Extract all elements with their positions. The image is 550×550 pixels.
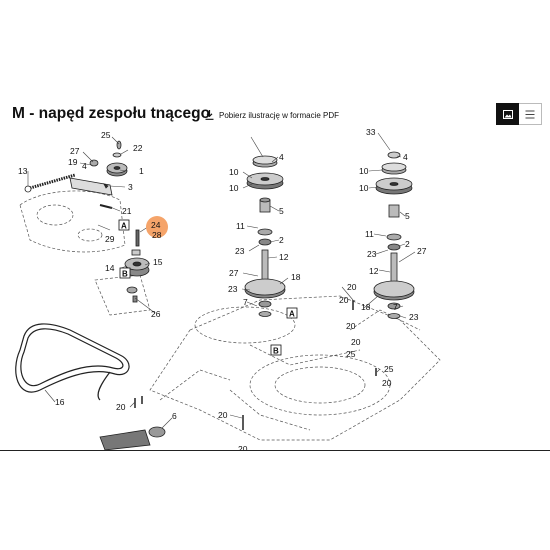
callout-label[interactable]: 26 [151, 309, 161, 319]
callout-label[interactable]: 20 [347, 282, 357, 292]
callout-label[interactable]: 20 [351, 337, 361, 347]
parts-diagram: A B A B 25 27 22 19 4 13 1 3 21 29 24 28… [0, 126, 550, 450]
download-pdf-link[interactable]: Pobierz ilustrację w formacie PDF [205, 110, 339, 120]
callout-label[interactable]: 16 [55, 397, 65, 407]
leader-lines [27, 132, 416, 429]
section-box-a-center: A [286, 307, 298, 319]
callout-label[interactable]: 25 [101, 130, 111, 140]
cutting-deck-outline [149, 295, 441, 441]
callout-label[interactable]: 23 [228, 284, 238, 294]
list-icon [525, 110, 535, 118]
callout-label[interactable]: 5 [405, 211, 410, 221]
center-spindle [244, 155, 286, 317]
callout-label[interactable]: 5 [279, 206, 284, 216]
callout-label[interactable]: 14 [105, 263, 115, 273]
callout-label[interactable]: 23 [235, 246, 245, 256]
callout-label[interactable]: 29 [105, 234, 115, 244]
svg-text:A: A [289, 310, 295, 319]
callout-label[interactable]: 2 [405, 239, 410, 249]
section-box-a-left: A [118, 219, 130, 231]
callout-label[interactable]: 7 [243, 297, 248, 307]
callout-label[interactable]: 27 [417, 246, 427, 256]
callout-label[interactable]: 10 [359, 166, 369, 176]
callout-label[interactable]: 11 [365, 229, 374, 239]
callout-label[interactable]: 12 [369, 266, 379, 276]
callout-label[interactable]: 7 [393, 302, 398, 312]
svg-text:B: B [273, 347, 279, 356]
callout-label[interactable]: 13 [18, 166, 28, 176]
callout-label[interactable]: 24 [151, 220, 161, 230]
callout-label[interactable]: 12 [279, 252, 289, 262]
callout-label[interactable]: 15 [153, 257, 163, 267]
section-box-b-center: B [270, 344, 282, 356]
right-spindle [352, 151, 415, 376]
callout-label[interactable]: 11 [236, 221, 245, 231]
callout-label[interactable]: 20 [382, 378, 392, 388]
callout-label[interactable]: 23 [367, 249, 377, 259]
highlighted-callout-marker[interactable] [146, 216, 168, 238]
callout-label[interactable]: 27 [229, 268, 239, 278]
view-toggle [496, 103, 542, 125]
callout-label[interactable]: 10 [229, 167, 239, 177]
left-parts [24, 140, 244, 450]
callout-label[interactable]: 1 [139, 166, 144, 176]
callout-label[interactable]: 25 [346, 349, 356, 359]
callout-label[interactable]: 23 [409, 312, 419, 322]
callout-label[interactable]: 20 [346, 321, 356, 331]
callout-label[interactable]: 27 [70, 146, 80, 156]
image-view-button[interactable] [496, 103, 519, 125]
callout-label[interactable]: 4 [82, 161, 87, 171]
drive-belt [15, 323, 130, 401]
callout-label[interactable]: 19 [68, 157, 78, 167]
page-header: M - napęd zespołu tnącego Pobierz ilustr… [0, 100, 550, 128]
callout-label[interactable]: 4 [403, 152, 408, 162]
callout-label[interactable]: 22 [133, 143, 143, 153]
download-pdf-label: Pobierz ilustrację w formacie PDF [219, 110, 340, 120]
callout-label[interactable]: 18 [361, 302, 371, 312]
callout-label[interactable]: 10 [359, 183, 369, 193]
image-icon [502, 109, 513, 119]
exploded-view-drawing: A B A B 25 27 22 19 4 13 1 3 21 29 24 28… [15, 127, 441, 450]
download-icon [205, 110, 214, 120]
callout-label[interactable]: 20 [218, 410, 228, 420]
page-title: M - napęd zespołu tnącego [12, 105, 211, 122]
callout-label[interactable]: 20 [339, 295, 349, 305]
callout-label[interactable]: 28 [152, 230, 162, 240]
section-box-b-left: B [119, 267, 131, 279]
callout-label[interactable]: 20 [116, 402, 126, 412]
callout-label[interactable]: 25 [384, 364, 394, 374]
svg-text:A: A [121, 222, 127, 231]
callout-labels: 25 27 22 19 4 13 1 3 21 29 24 28 14 15 2… [18, 127, 427, 450]
list-view-button[interactable] [519, 103, 542, 125]
callout-label[interactable]: 3 [128, 182, 133, 192]
callout-label[interactable]: 2 [279, 235, 284, 245]
callout-label[interactable]: 20 [238, 444, 248, 450]
callout-label[interactable]: 4 [279, 152, 284, 162]
callout-label[interactable]: 18 [291, 272, 301, 282]
callout-label[interactable]: 33 [366, 127, 376, 137]
svg-text:B: B [122, 270, 128, 279]
callout-label[interactable]: 10 [229, 183, 239, 193]
callout-label[interactable]: 6 [172, 411, 177, 421]
callout-label[interactable]: 21 [122, 206, 132, 216]
bottom-divider [0, 450, 550, 451]
